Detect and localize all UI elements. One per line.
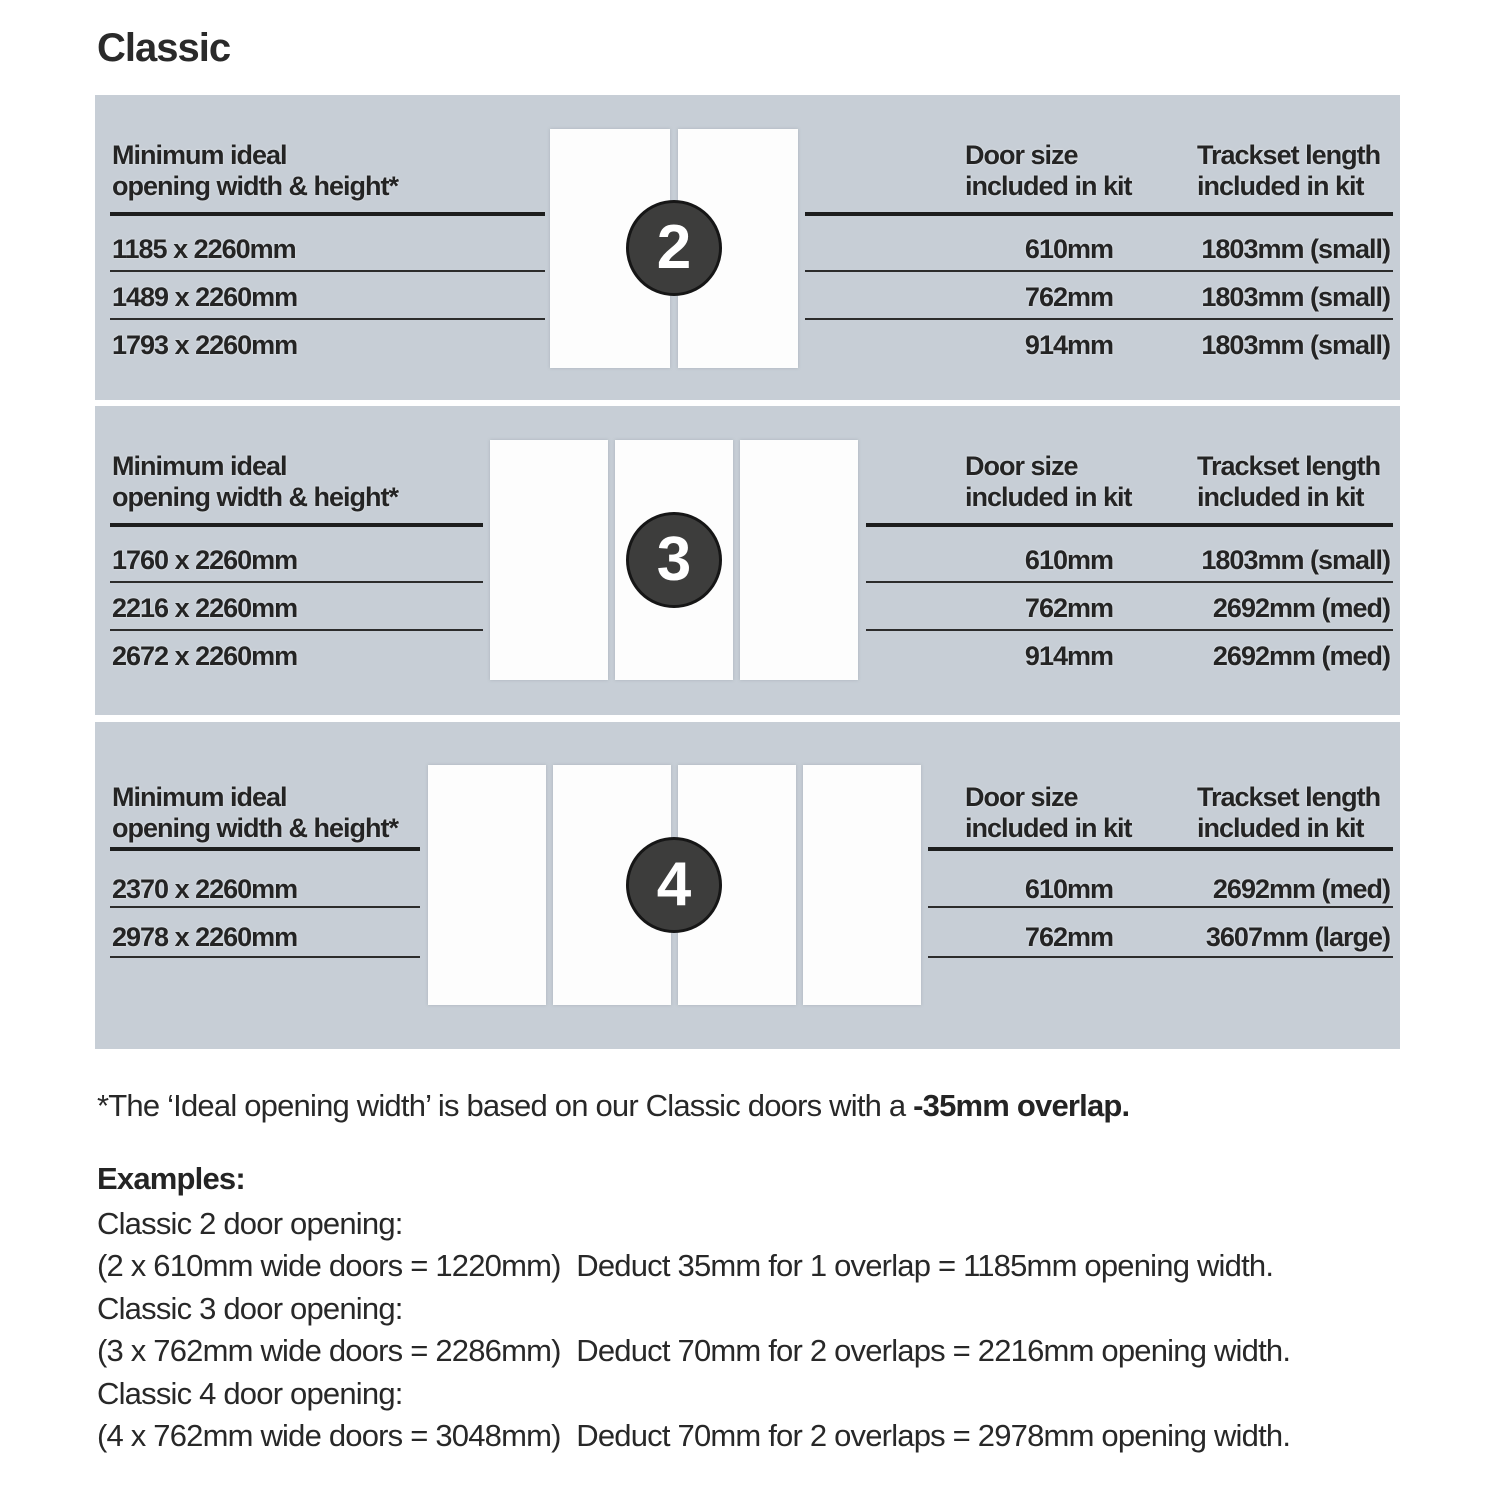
trackset-column-header: Trackset length included in kit bbox=[1197, 140, 1381, 202]
example-line: Classic 2 door opening: bbox=[97, 1206, 403, 1241]
example-line: Classic 4 door opening: bbox=[97, 1376, 403, 1411]
min-opening-header-line2: opening width & height* bbox=[112, 482, 399, 512]
door-size-value: 914mm bbox=[1024, 330, 1114, 360]
row-divider bbox=[866, 581, 1393, 583]
opening-size-value: 2978 x 2260mm bbox=[112, 922, 298, 952]
trackset-header-line1: Trackset length bbox=[1197, 451, 1381, 481]
trackset-length-value: 3607mm (large) bbox=[1205, 922, 1391, 952]
header-rule bbox=[866, 523, 1393, 527]
trackset-column-header: Trackset length included in kit bbox=[1197, 782, 1381, 844]
footnote-text: *The ‘Ideal opening width’ is based on o… bbox=[97, 1088, 914, 1123]
kit-row: 762mm 2692mm (med) bbox=[866, 593, 1393, 623]
row-divider bbox=[928, 906, 1393, 908]
trackset-header-line2: included in kit bbox=[1197, 482, 1365, 512]
opening-size-value: 1185 x 2260mm bbox=[112, 234, 297, 264]
trackset-length-value: 1803mm (small) bbox=[1201, 330, 1391, 360]
page-title: Classic bbox=[97, 26, 231, 70]
header-rule bbox=[928, 847, 1393, 851]
trackset-header-line1: Trackset length bbox=[1197, 140, 1381, 170]
kit-row: 610mm 1803mm (small) bbox=[866, 545, 1393, 575]
door-size-header-line1: Door size bbox=[965, 140, 1079, 170]
door-count-badge: 3 bbox=[626, 512, 722, 608]
opening-size-value: 2672 x 2260mm bbox=[112, 641, 298, 671]
min-opening-header-line1: Minimum ideal bbox=[112, 782, 288, 812]
door-size-header-line1: Door size bbox=[965, 451, 1079, 481]
kit-row: 762mm 3607mm (large) bbox=[928, 922, 1393, 952]
trackset-length-value: 2692mm (med) bbox=[1212, 874, 1391, 904]
door-size-value: 762mm bbox=[1024, 922, 1114, 952]
trackset-length-value: 1803mm (small) bbox=[1201, 234, 1391, 264]
example-line: (3 x 762mm wide doors = 2286mm) Deduct 7… bbox=[97, 1333, 1291, 1368]
door-leaf-illustration bbox=[490, 440, 608, 680]
row-divider bbox=[805, 318, 1393, 320]
min-opening-header-line1: Minimum ideal bbox=[112, 451, 288, 481]
row-divider bbox=[110, 629, 483, 631]
door-leaf-illustration bbox=[740, 440, 858, 680]
example-line: (4 x 762mm wide doors = 3048mm) Deduct 7… bbox=[97, 1418, 1291, 1453]
opening-size-value: 1489 x 2260mm bbox=[112, 282, 298, 312]
door-size-value: 610mm bbox=[1024, 234, 1114, 264]
door-size-value: 610mm bbox=[1024, 874, 1114, 904]
door-size-header-line2: included in kit bbox=[965, 171, 1133, 201]
row-divider bbox=[805, 270, 1393, 272]
header-rule bbox=[110, 523, 483, 527]
door-count-badge: 2 bbox=[626, 200, 722, 296]
door-size-column-header: Door size included in kit bbox=[965, 782, 1133, 844]
row-divider bbox=[110, 581, 483, 583]
door-count-badge: 4 bbox=[626, 837, 722, 933]
door-leaf-illustration bbox=[428, 765, 546, 1005]
overlap-footnote: *The ‘Ideal opening width’ is based on o… bbox=[97, 1088, 1130, 1124]
trackset-header-line1: Trackset length bbox=[1197, 782, 1381, 812]
trackset-header-line2: included in kit bbox=[1197, 813, 1365, 843]
header-rule bbox=[805, 212, 1393, 216]
opening-size-value: 1760 x 2260mm bbox=[112, 545, 298, 575]
min-opening-header: Minimum ideal opening width & height* bbox=[112, 140, 399, 202]
door-count-number: 3 bbox=[656, 525, 692, 594]
door-leaf-illustration bbox=[803, 765, 921, 1005]
examples-heading: Examples: bbox=[97, 1161, 246, 1196]
trackset-length-value: 2692mm (med) bbox=[1212, 593, 1391, 623]
example-line: (2 x 610mm wide doors = 1220mm) Deduct 3… bbox=[97, 1248, 1274, 1283]
example-line: Classic 3 door opening: bbox=[97, 1291, 403, 1326]
opening-size-value: 2370 x 2260mm bbox=[112, 874, 298, 904]
trackset-length-value: 1803mm (small) bbox=[1201, 545, 1391, 575]
opening-size-value: 2216 x 2260mm bbox=[112, 593, 298, 623]
door-size-header-line1: Door size bbox=[965, 782, 1079, 812]
door-size-column-header: Door size included in kit bbox=[965, 140, 1133, 202]
min-opening-header: Minimum ideal opening width & height* bbox=[112, 782, 399, 844]
door-size-value: 762mm bbox=[1024, 593, 1114, 623]
row-divider bbox=[866, 629, 1393, 631]
door-count-number: 4 bbox=[656, 850, 692, 919]
trackset-header-line2: included in kit bbox=[1197, 171, 1365, 201]
kit-row: 914mm 2692mm (med) bbox=[866, 641, 1393, 671]
row-divider bbox=[110, 318, 545, 320]
opening-size-value: 1793 x 2260mm bbox=[112, 330, 298, 360]
door-size-column-header: Door size included in kit bbox=[965, 451, 1133, 513]
row-divider bbox=[110, 956, 420, 958]
trackset-length-value: 1803mm (small) bbox=[1201, 282, 1391, 312]
footnote-bold-text: -35mm overlap. bbox=[913, 1088, 1130, 1123]
door-size-value: 914mm bbox=[1024, 641, 1114, 671]
door-count-number: 2 bbox=[656, 213, 692, 282]
door-size-header-line2: included in kit bbox=[965, 482, 1133, 512]
header-rule bbox=[110, 847, 420, 851]
door-size-header-line2: included in kit bbox=[965, 813, 1133, 843]
min-opening-header-line2: opening width & height* bbox=[112, 171, 399, 201]
min-opening-header-line1: Minimum ideal bbox=[112, 140, 288, 170]
row-divider bbox=[110, 906, 420, 908]
min-opening-header-line2: opening width & height* bbox=[112, 813, 399, 843]
row-divider bbox=[928, 956, 1393, 958]
kit-row: 610mm 2692mm (med) bbox=[928, 874, 1393, 904]
kit-row: 762mm 1803mm (small) bbox=[805, 282, 1393, 312]
door-size-value: 762mm bbox=[1024, 282, 1114, 312]
kit-row: 610mm 1803mm (small) bbox=[805, 234, 1393, 264]
trackset-column-header: Trackset length included in kit bbox=[1197, 451, 1381, 513]
trackset-length-value: 2692mm (med) bbox=[1212, 641, 1391, 671]
row-divider bbox=[110, 270, 545, 272]
kit-row: 914mm 1803mm (small) bbox=[805, 330, 1393, 360]
min-opening-header: Minimum ideal opening width & height* bbox=[112, 451, 399, 513]
door-size-value: 610mm bbox=[1024, 545, 1114, 575]
header-rule bbox=[110, 212, 545, 216]
